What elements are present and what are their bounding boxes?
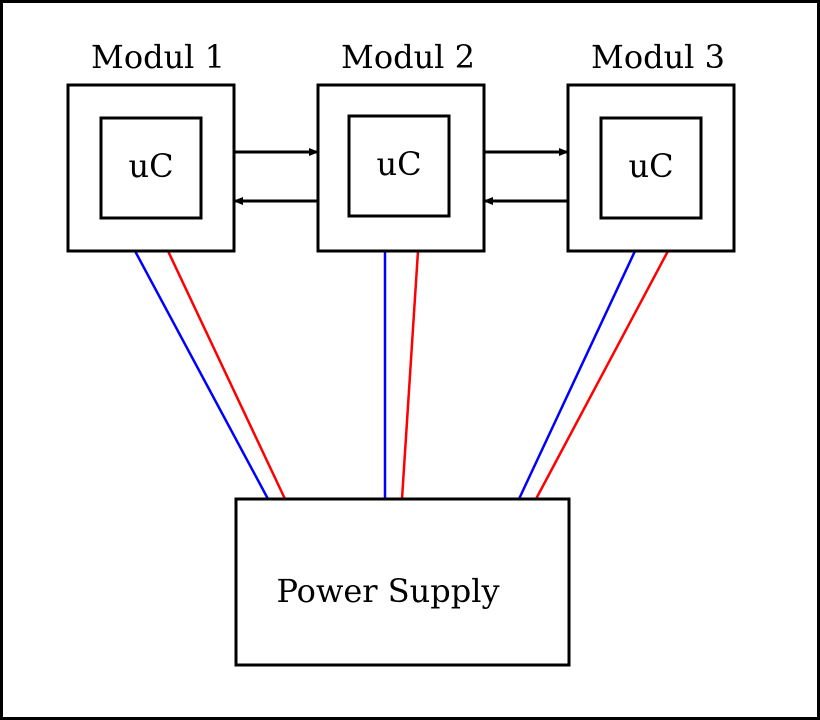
uc-chip-label: uC [376, 145, 421, 183]
uc-chip [99, 116, 203, 220]
uc-chip [347, 114, 451, 218]
module-title: Modul 3 [591, 38, 725, 76]
uc-chip [599, 116, 703, 220]
power-supply: Power Supply [234, 497, 571, 667]
power-wires [133, 250, 670, 500]
module-title: Modul 2 [341, 38, 475, 76]
module-title: Modul 1 [91, 38, 225, 76]
module-1: Modul 1 uC [66, 38, 236, 253]
wire-red-modul-2 [400, 250, 420, 500]
bus-arrows [233, 148, 569, 205]
wire-blue-modul-1 [133, 250, 270, 500]
wire-blue-modul-3 [517, 250, 637, 500]
uc-chip-label: uC [128, 147, 173, 185]
wire-red-modul-1 [166, 250, 287, 500]
module-2: Modul 2 uC [316, 38, 486, 253]
power-supply-box [234, 497, 571, 667]
uc-chip-label: uC [628, 147, 673, 185]
power-supply-label: Power Supply [276, 572, 499, 610]
wire-red-modul-3 [534, 250, 670, 500]
module-3: Modul 3 uC [566, 38, 736, 253]
